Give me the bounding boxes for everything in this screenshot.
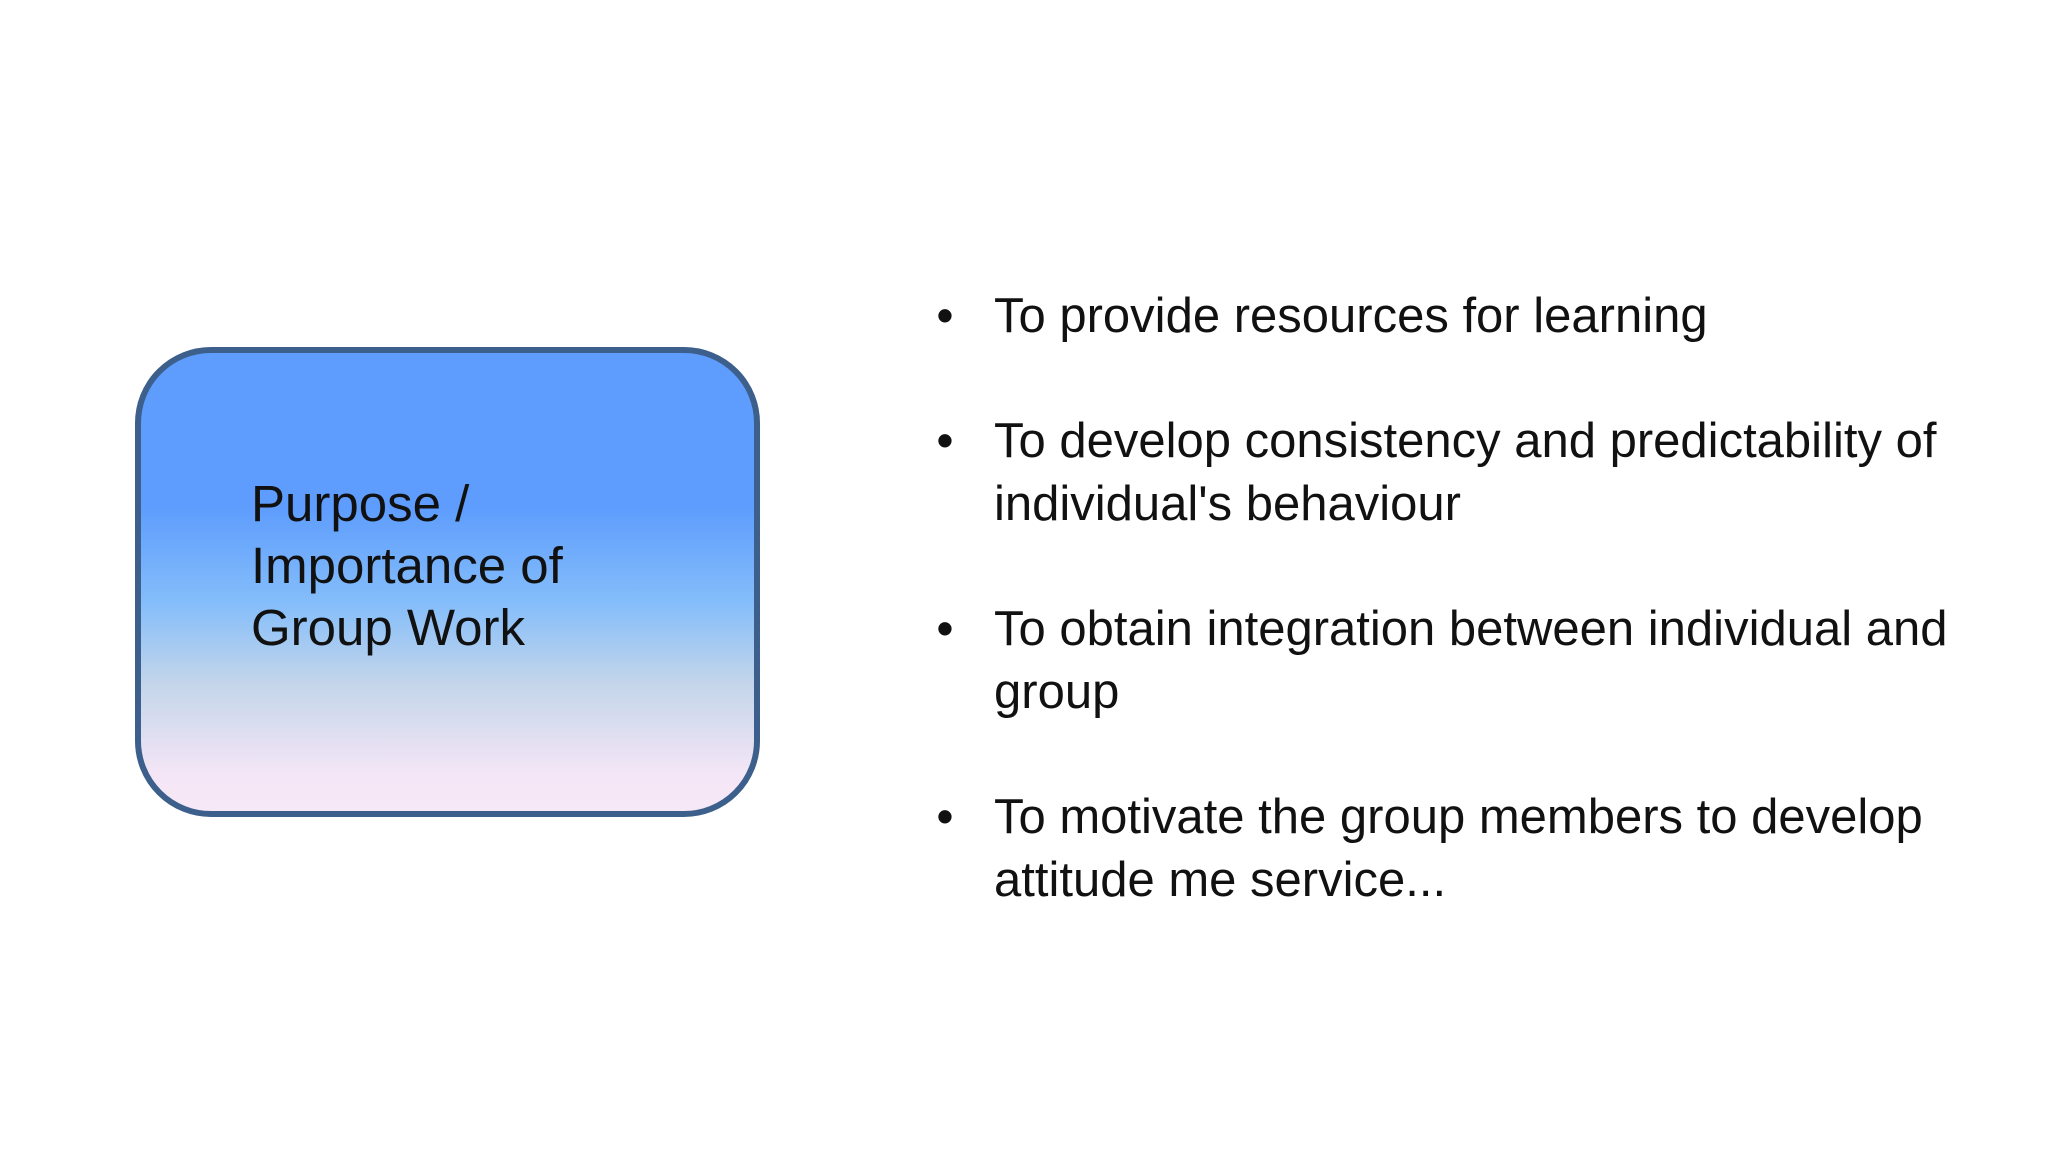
bullet-item-consistency: • To develop consistency and predictabil… <box>930 410 2010 536</box>
bullet-text: To obtain integration between individual… <box>994 602 1948 719</box>
bullet-item-integration: • To obtain integration between individu… <box>930 598 2010 724</box>
bullet-text: To develop consistency and predictabilit… <box>994 414 1937 531</box>
slide-title: Purpose / Importance of Group Work <box>251 475 563 656</box>
bullet-item-motivate: • To motivate the group members to devel… <box>930 786 2010 912</box>
bullet-text: To motivate the group members to develop… <box>994 790 1923 907</box>
title-box: Purpose / Importance of Group Work <box>135 347 760 817</box>
bullet-text: To provide resources for learning <box>994 289 1708 343</box>
bullet-marker: • <box>936 414 954 468</box>
bullet-marker: • <box>936 289 954 343</box>
bullet-marker: • <box>936 602 954 656</box>
bullet-item-resources: • To provide resources for learning <box>930 285 2010 348</box>
bullet-list: • To provide resources for learning • To… <box>930 285 2010 974</box>
bullet-marker: • <box>936 790 954 844</box>
